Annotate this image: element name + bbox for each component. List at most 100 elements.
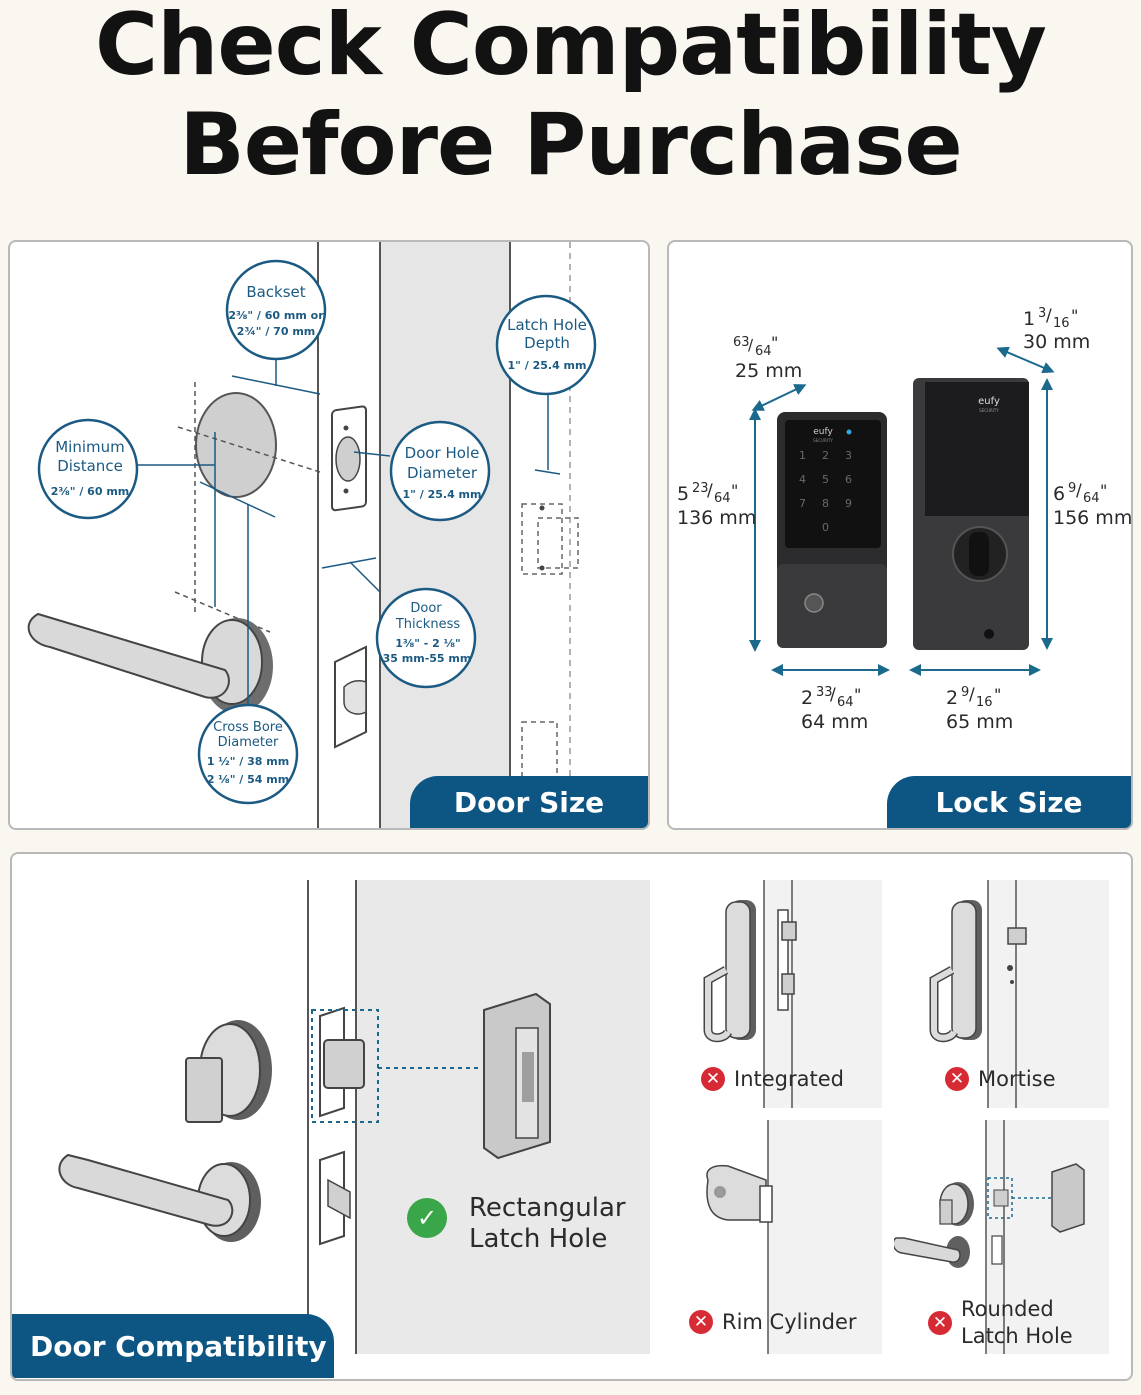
key-2: 2 [822, 449, 829, 462]
svg-text:": " [771, 333, 778, 352]
interior-brand-sub: SECURITY [979, 408, 999, 413]
minimum-distance-label-1: Minimum [55, 438, 125, 456]
keypad-unit: eufy SECURITY 1 2 3 4 5 6 7 8 9 0 [777, 412, 887, 648]
svg-text:64 mm: 64 mm [801, 711, 868, 733]
cross-bore-label-1: Cross Bore [213, 720, 283, 735]
key-1: 1 [799, 449, 806, 462]
svg-text:23: 23 [692, 481, 709, 496]
door-hole-label-1: Door Hole [405, 444, 480, 462]
svg-text:33: 33 [816, 685, 833, 700]
svg-text:": " [854, 685, 861, 704]
key-6: 6 [845, 473, 852, 486]
svg-text:16: 16 [1053, 316, 1070, 331]
lock-size-panel: eufy SECURITY 1 2 3 4 5 6 7 8 9 0 eufy S… [667, 240, 1133, 830]
key-7: 7 [799, 497, 806, 510]
svg-text:": " [994, 685, 1001, 704]
backset-value-2: 2¾" / 70 mm [237, 325, 316, 338]
svg-text:/: / [1076, 481, 1082, 501]
svg-text:64: 64 [714, 491, 731, 506]
cross-bore-diameter-callout: Cross Bore Diameter 1 ½" / 38 mm 2 ⅛" / … [197, 703, 299, 805]
key-5: 5 [822, 473, 829, 486]
svg-text:136 mm: 136 mm [677, 507, 756, 529]
integrated-lock-diagram [668, 880, 797, 1108]
svg-text:9: 9 [1068, 481, 1076, 496]
svg-text:30 mm: 30 mm [1023, 331, 1090, 353]
latch-hole-depth-label-1: Latch Hole [507, 316, 587, 334]
svg-text:65 mm: 65 mm [946, 711, 1013, 733]
rim-cylinder-diagram [668, 1120, 773, 1354]
key-9: 9 [845, 497, 852, 510]
svg-text:/: / [830, 685, 836, 705]
door-compatibility-tab: Door Compatibility [12, 1314, 334, 1378]
svg-text:2: 2 [801, 687, 813, 709]
cross-bore-value-1: 1 ½" / 38 mm [207, 755, 289, 768]
interior-width-dimension: 2 9 / 16 " 65 mm [946, 685, 1013, 733]
svg-text:64: 64 [837, 695, 854, 710]
door-thickness-callout: Door Thickness 1⅜" - 2 ⅛" 35 mm-55 mm [375, 587, 477, 689]
cross-icon: ✕ [701, 1067, 725, 1091]
lever-handle [27, 612, 273, 714]
door-size-tab: Door Size [410, 776, 648, 828]
latch-hole-depth-label-2: Depth [524, 334, 570, 352]
incompatible-mortise-label: ✕ Mortise [945, 1067, 1056, 1091]
mortise-lock-diagram [894, 880, 1027, 1108]
rounded-latch-text: Rounded Latch Hole [961, 1296, 1073, 1350]
rounded-latch-line-1: Rounded [961, 1297, 1054, 1321]
keypad-width-dimension: 2 33 / 64 " 64 mm [801, 685, 868, 733]
minimum-distance-callout: Minimum Distance 2⅜" / 60 mm [37, 418, 139, 520]
svg-text:1: 1 [1023, 308, 1035, 330]
compatible-check-icon: ✓ [407, 1198, 447, 1238]
lock-size-tab: Lock Size [887, 776, 1131, 828]
svg-text:64: 64 [755, 344, 772, 359]
incompatible-integrated-label: ✕ Integrated [701, 1067, 844, 1091]
door-hole-label-2: Diameter [407, 464, 478, 482]
incompatible-rim-cylinder-cell: ✕ Rim Cylinder [668, 1120, 882, 1354]
minimum-distance-label-2: Distance [57, 457, 123, 475]
interior-brand: eufy [978, 396, 1000, 407]
incompatible-rounded-latch-label: ✕ Rounded Latch Hole [928, 1296, 1073, 1350]
door-hole-diameter-callout: Door Hole Diameter 1" / 25.4 mm [389, 420, 491, 522]
backset-callout: Backset 2⅜" / 60 mm or 2¾" / 70 mm [225, 259, 327, 361]
backset-label: Backset [246, 283, 305, 301]
svg-text:3: 3 [1038, 306, 1046, 321]
cross-icon: ✕ [945, 1067, 969, 1091]
door-compatibility-panel: ✓ Rectangular Latch Hole ✕ Integrated [10, 852, 1133, 1381]
door-thickness-value-1: 1⅜" - 2 ⅛" [395, 637, 461, 650]
key-3: 3 [845, 449, 852, 462]
svg-text:/: / [969, 685, 975, 705]
cross-bore-label-2: Diameter [218, 735, 279, 750]
integrated-text: Integrated [734, 1067, 844, 1091]
rounded-latch-line-2: Latch Hole [961, 1324, 1073, 1348]
door-thickness-label-1: Door [410, 601, 442, 616]
rectangular-latch-diagram [58, 880, 650, 1354]
svg-text:6: 6 [1053, 483, 1065, 505]
svg-text:/: / [1046, 306, 1052, 326]
mortise-text: Mortise [978, 1067, 1056, 1091]
svg-text:/: / [748, 336, 754, 354]
interior-depth-dimension: 1 3 / 16 " 30 mm [1023, 306, 1090, 353]
minimum-distance-value: 2⅜" / 60 mm [51, 485, 130, 498]
svg-text:/: / [707, 481, 713, 501]
svg-text:25 mm: 25 mm [735, 360, 802, 382]
svg-text:64: 64 [1083, 491, 1100, 506]
page-title-line-2: Before Purchase [179, 95, 962, 195]
backset-value-1: 2⅜" / 60 mm or [228, 309, 324, 322]
door-thickness-value-2: 35 mm-55 mm [383, 652, 472, 665]
rim-cylinder-text: Rim Cylinder [722, 1310, 857, 1334]
incompatible-integrated-cell: ✕ Integrated [668, 880, 882, 1108]
svg-text:156 mm: 156 mm [1053, 507, 1131, 529]
interior-height-dimension: 6 9 / 64 " 156 mm [1053, 481, 1131, 529]
compatible-label-line-2: Latch Hole [469, 1224, 608, 1254]
cross-icon: ✕ [928, 1311, 952, 1335]
door-thickness-label-2: Thickness [395, 617, 460, 632]
interior-unit: eufy SECURITY [913, 378, 1029, 650]
compatible-label-line-1: Rectangular [469, 1193, 626, 1223]
keypad-brand-sub: SECURITY [813, 438, 833, 443]
latch-hole-depth-value: 1" / 25.4 mm [508, 359, 587, 372]
svg-text:9: 9 [961, 685, 969, 700]
incompatible-rim-cylinder-label: ✕ Rim Cylinder [689, 1310, 857, 1334]
svg-text:": " [731, 481, 738, 500]
compatible-label: Rectangular Latch Hole [469, 1193, 626, 1255]
svg-text:2: 2 [946, 687, 958, 709]
door-size-panel: Backset 2⅜" / 60 mm or 2¾" / 70 mm Minim… [8, 240, 650, 830]
